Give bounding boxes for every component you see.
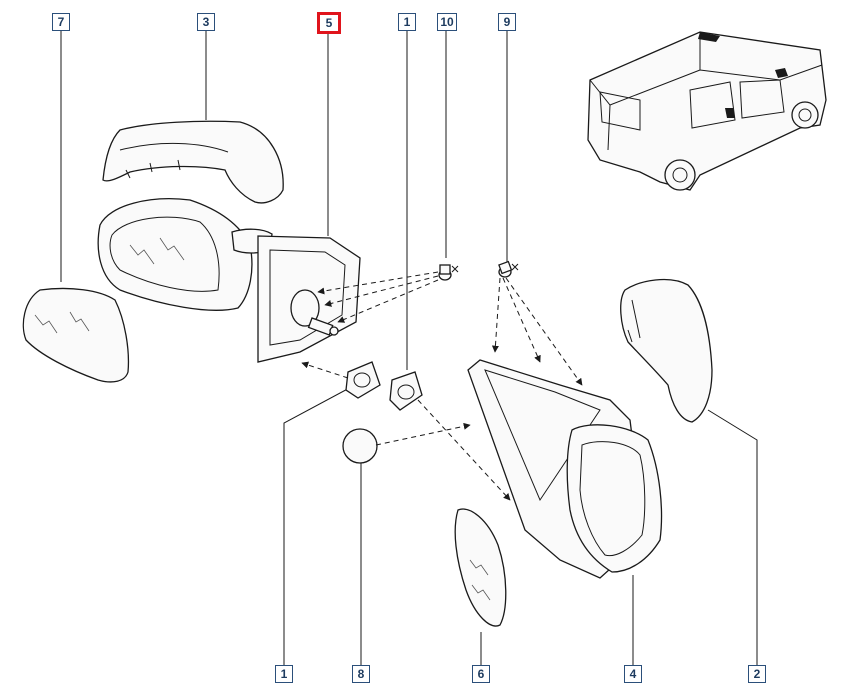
callout-part-1-bottom[interactable]: 1 (275, 665, 293, 683)
vehicle-illustration (587, 31, 827, 191)
part-9-screw (498, 260, 519, 278)
part-10-screw (438, 264, 459, 281)
callout-part-1-top[interactable]: 1 (398, 13, 416, 31)
part-8-disc (342, 428, 378, 464)
callout-part-8[interactable]: 8 (352, 665, 370, 683)
callout-part-6[interactable]: 6 (472, 665, 490, 683)
callout-part-5-highlighted[interactable]: 5 (317, 12, 341, 34)
callout-part-9[interactable]: 9 (498, 13, 516, 31)
part-6-mirror-glass-right (454, 508, 507, 627)
callout-part-3[interactable]: 3 (197, 13, 215, 31)
callout-part-7[interactable]: 7 (52, 13, 70, 31)
part-5-mirror-frame (257, 235, 361, 363)
part-7-mirror-glass (22, 287, 130, 383)
part-3-mirror-cover (102, 120, 284, 204)
callout-part-2[interactable]: 2 (748, 665, 766, 683)
leader-lines (60, 30, 758, 665)
part-1-seal-lower (345, 361, 381, 399)
part-1-seal-upper (389, 371, 423, 411)
part-4-mirror-frame-right (566, 424, 663, 573)
assembly-arrows (301, 271, 583, 501)
part-2-mirror-cover-right (620, 278, 713, 423)
mirror-assembly-left (97, 198, 273, 311)
callout-part-4[interactable]: 4 (624, 665, 642, 683)
callout-part-10[interactable]: 10 (437, 13, 457, 31)
